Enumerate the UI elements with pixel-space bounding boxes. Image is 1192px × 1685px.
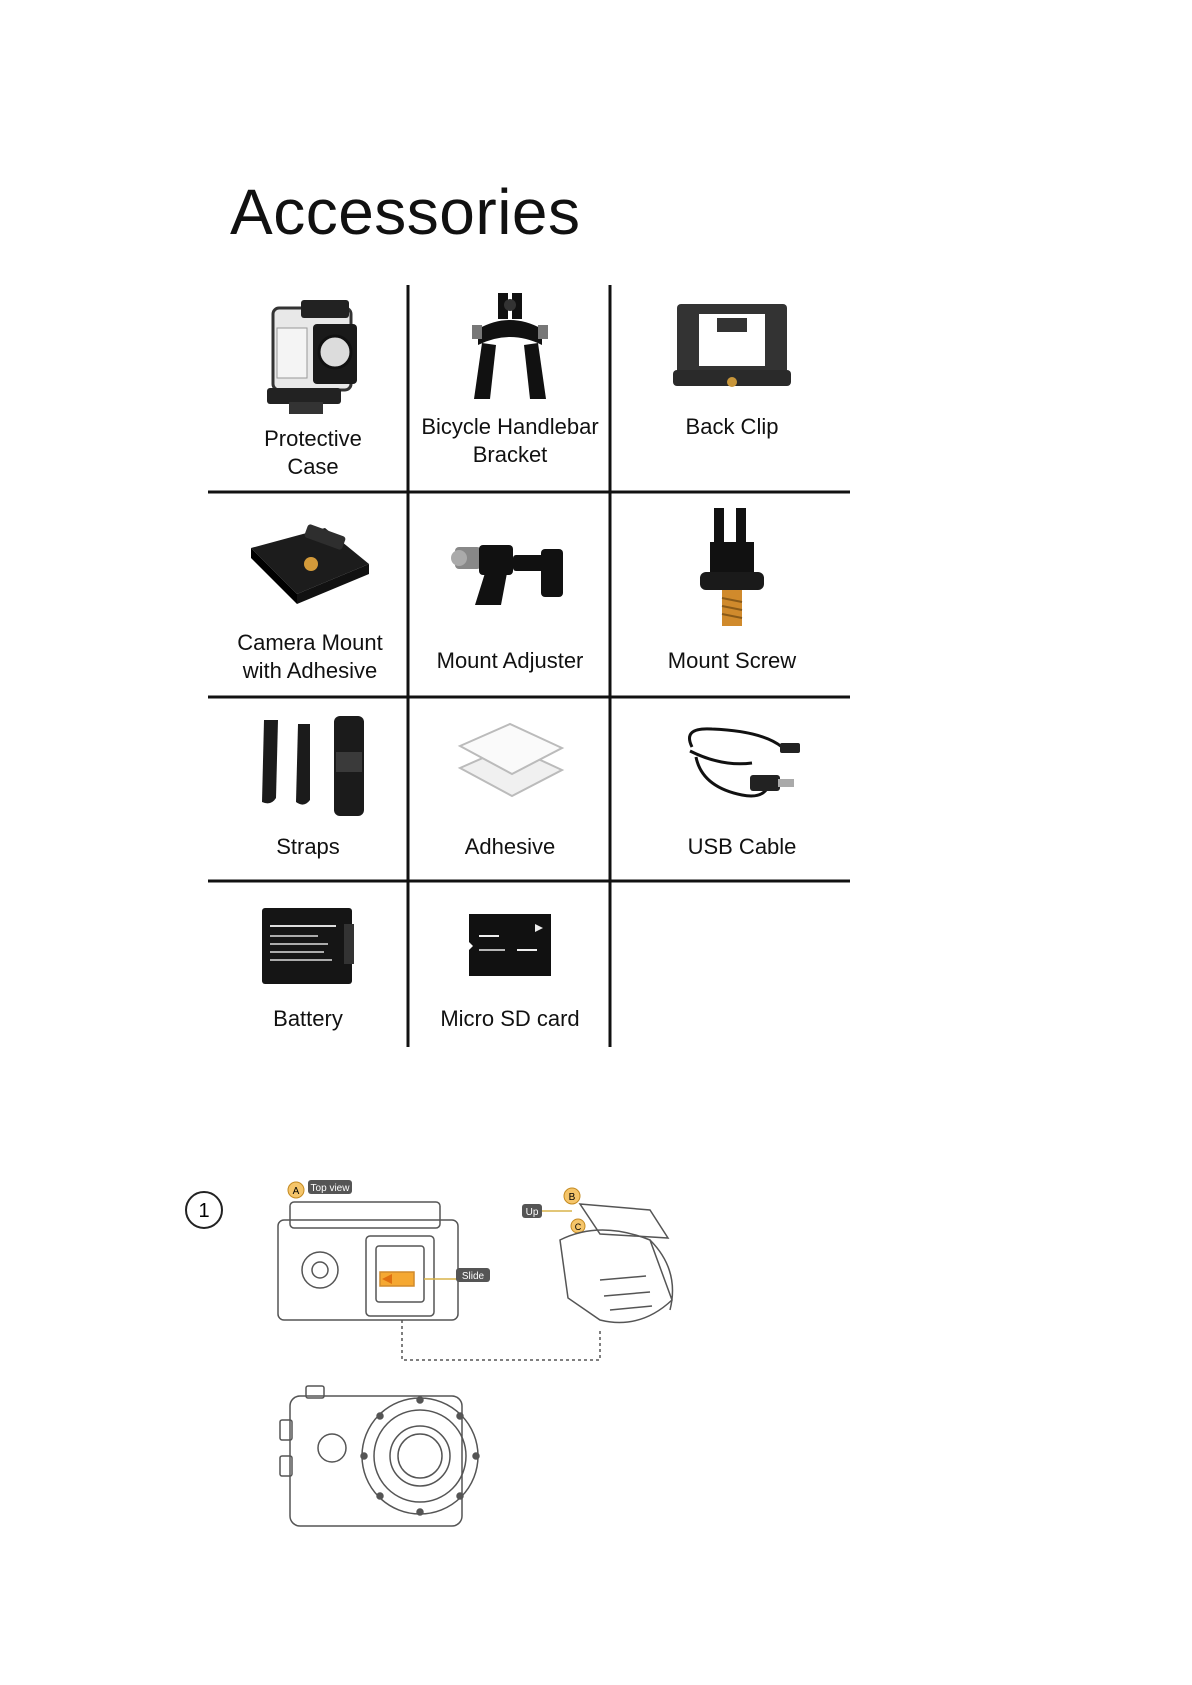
accessory-label: Mount Adjuster xyxy=(437,647,584,675)
accessory-label: Straps xyxy=(276,833,340,861)
accessory-mount-adjuster: Mount Adjuster xyxy=(414,497,606,675)
top-view-label: Top view xyxy=(308,1180,352,1194)
callout-c: C xyxy=(571,1219,585,1233)
accessory-label: Battery xyxy=(273,1005,343,1033)
svg-text:A: A xyxy=(293,1186,300,1197)
svg-text:Top view: Top view xyxy=(311,1183,351,1194)
accessory-micro-sd-card: Micro SD card xyxy=(414,885,606,1033)
accessory-back-clip: Back Clip xyxy=(618,285,846,441)
callout-a: A xyxy=(288,1182,304,1198)
accessory-label: Mount Screw xyxy=(668,647,796,675)
accessory-label: Protective Case xyxy=(264,425,362,480)
accessory-bicycle-handlebar-bracket: Bicycle Handlebar Bracket xyxy=(414,285,606,468)
accessory-adhesive: Adhesive xyxy=(414,701,606,861)
mount-adjuster-icon xyxy=(445,497,575,647)
callout-b: B xyxy=(564,1188,580,1204)
handlebar-bracket-icon xyxy=(450,285,570,413)
page-title: Accessories xyxy=(230,180,581,244)
svg-text:Up: Up xyxy=(526,1207,539,1218)
camera-mount-icon xyxy=(245,497,375,629)
usb-cable-icon xyxy=(672,701,812,833)
accessory-label: Back Clip xyxy=(686,413,779,441)
protective-case-icon xyxy=(253,285,373,425)
accessories-grid: Protective Case Bicycle Handlebar Bracke… xyxy=(208,285,850,1047)
accessory-label: USB Cable xyxy=(688,833,797,861)
svg-text:C: C xyxy=(575,1222,582,1232)
connector-line xyxy=(402,1320,600,1360)
mounting-diagram: 1 A Top view Slide Up B C xyxy=(180,1180,740,1540)
camera-front-drawing xyxy=(280,1386,479,1526)
adhesive-icon xyxy=(450,701,570,833)
battery-icon xyxy=(258,885,358,1005)
straps-icon xyxy=(238,701,378,833)
housing-top-view xyxy=(278,1202,458,1320)
accessory-protective-case: Protective Case xyxy=(228,285,398,480)
accessory-label: Adhesive xyxy=(465,833,556,861)
accessory-battery: Battery xyxy=(208,885,408,1033)
micro-sd-card-icon xyxy=(465,885,555,1005)
accessory-label: Camera Mount with Adhesive xyxy=(237,629,383,684)
accessory-label: Bicycle Handlebar Bracket xyxy=(421,413,598,468)
svg-text:Slide: Slide xyxy=(462,1271,485,1282)
accessory-label: Micro SD card xyxy=(440,1005,579,1033)
mount-screw-icon xyxy=(692,497,772,647)
back-clip-icon xyxy=(667,285,797,413)
accessory-mount-screw: Mount Screw xyxy=(618,497,846,675)
accessory-camera-mount: Camera Mount with Adhesive xyxy=(212,497,408,684)
accessory-usb-cable: USB Cable xyxy=(638,701,846,861)
svg-text:1: 1 xyxy=(198,1200,209,1222)
accessory-straps: Straps xyxy=(208,701,408,861)
svg-text:B: B xyxy=(569,1192,576,1203)
up-label: Up xyxy=(522,1204,572,1218)
step-number-badge: 1 xyxy=(186,1192,222,1228)
